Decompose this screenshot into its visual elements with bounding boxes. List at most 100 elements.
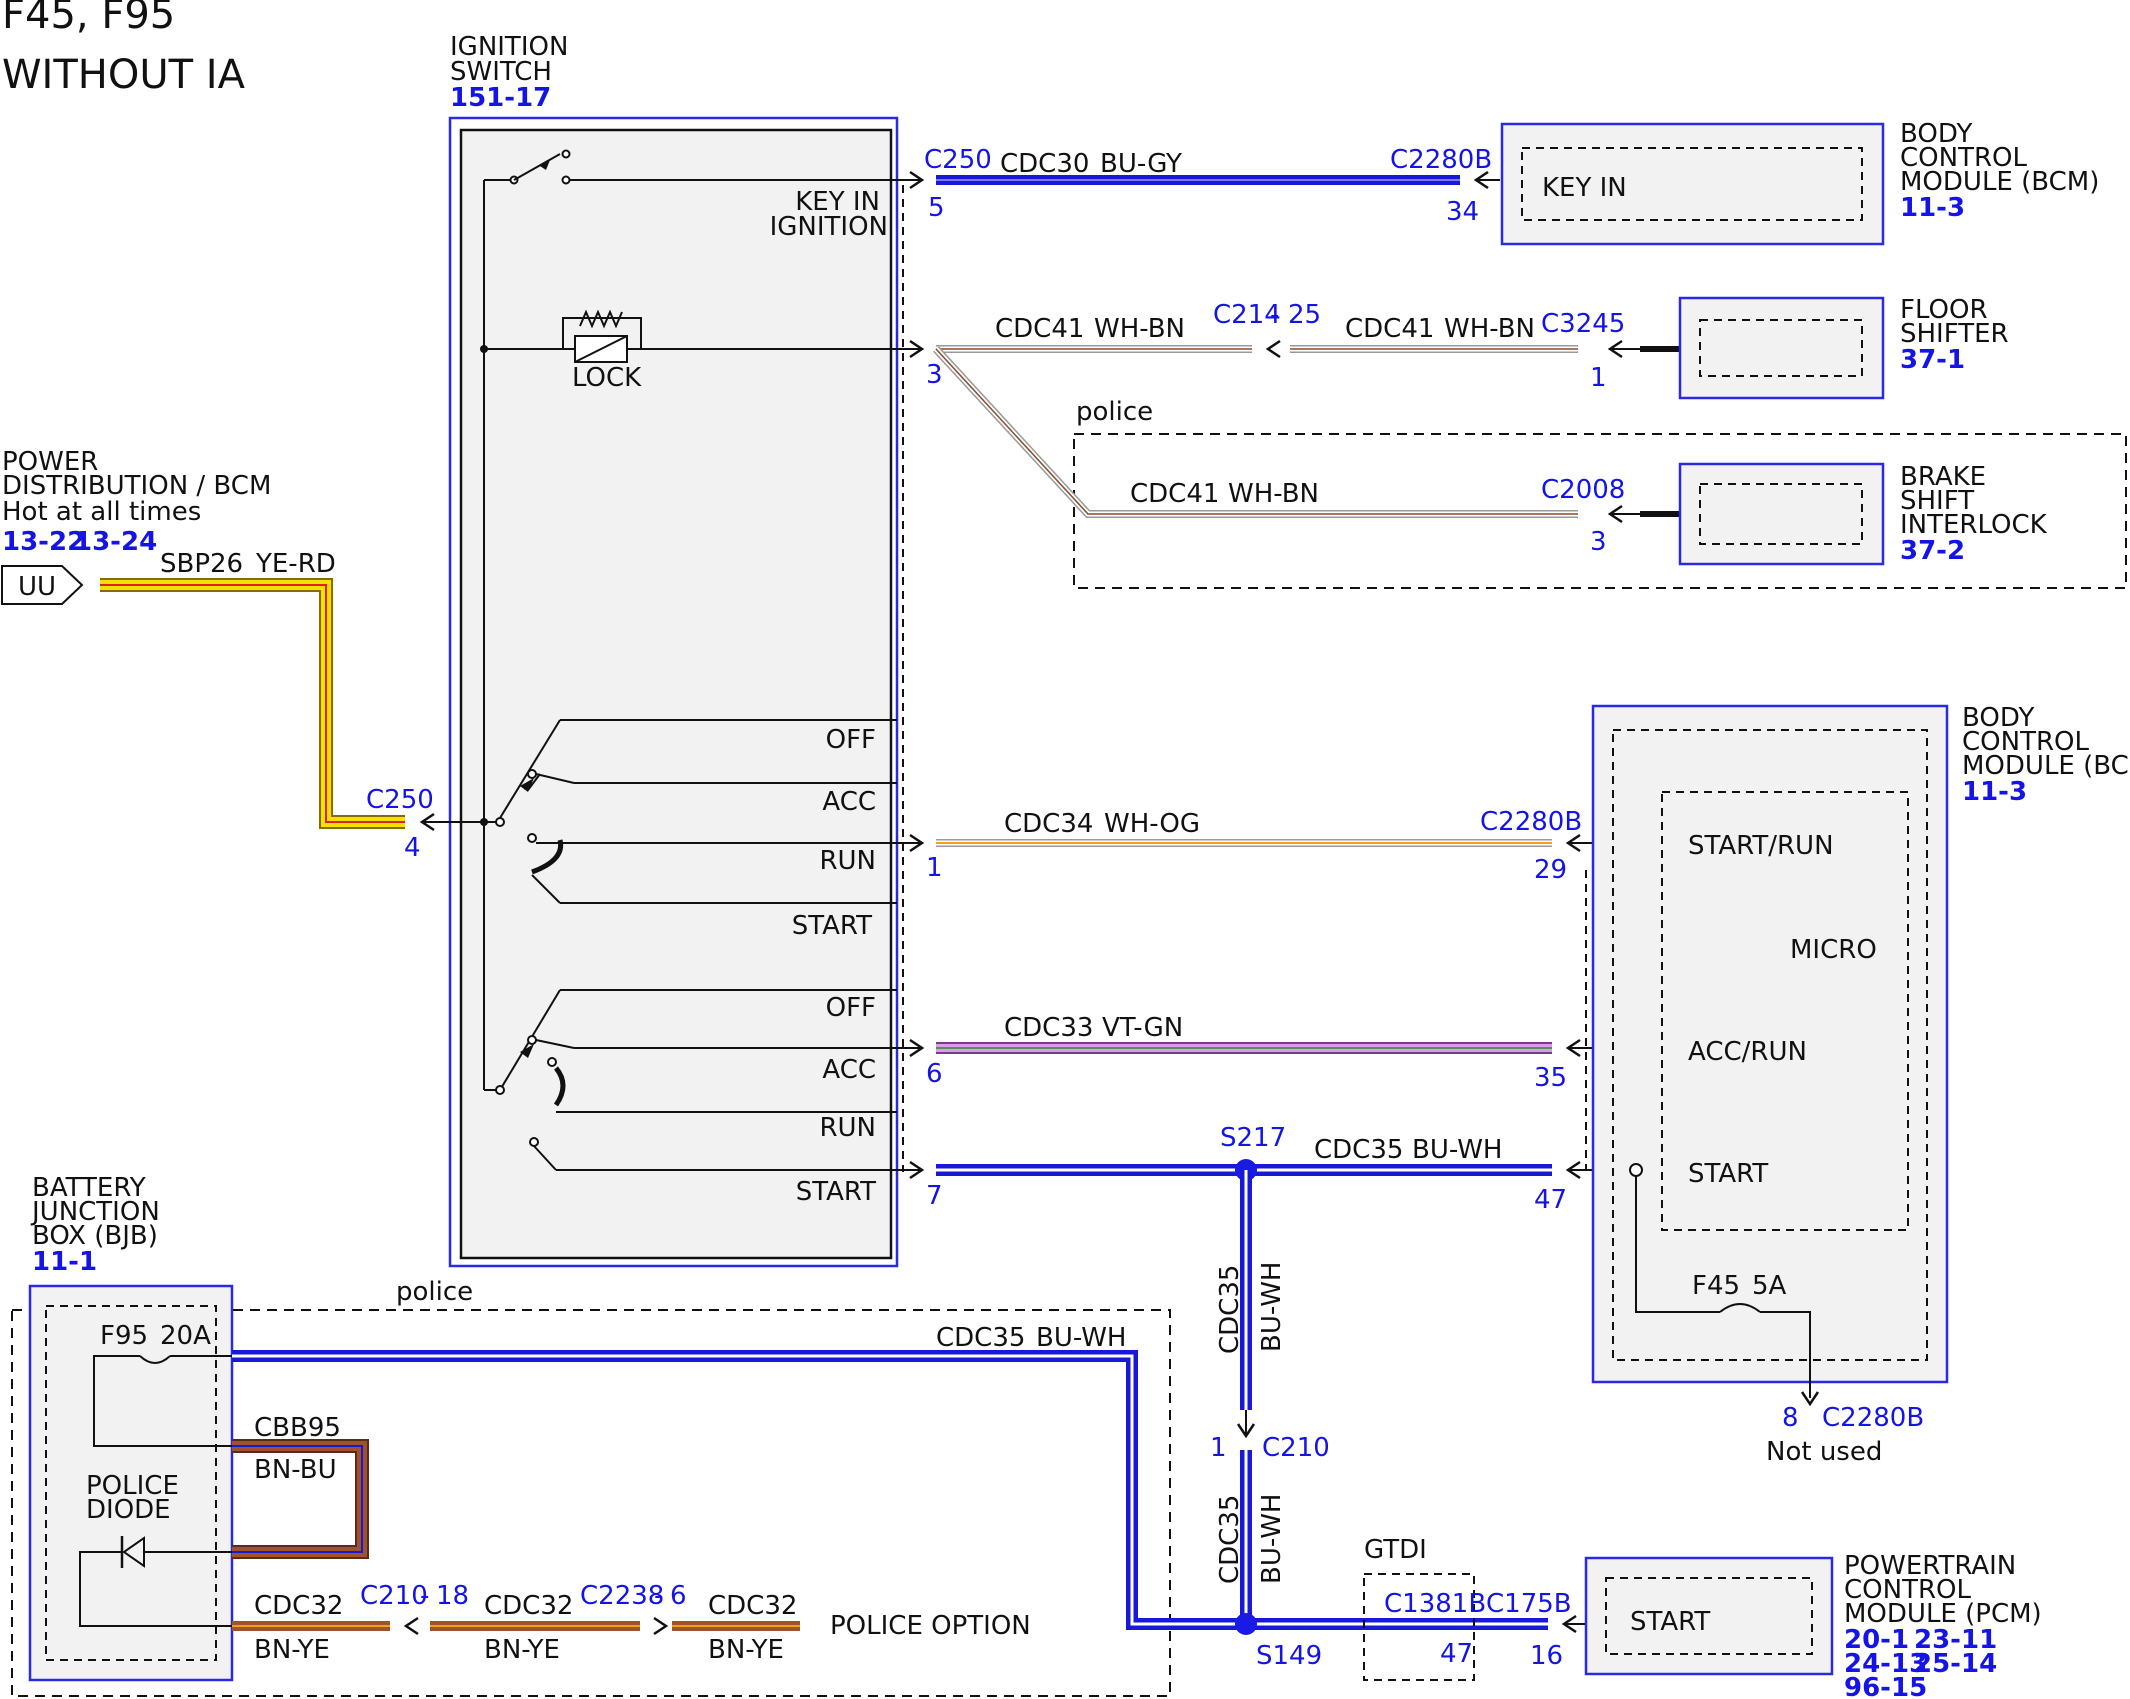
w9-color: BU-WH [1036,1323,1126,1353]
bcm-right: BODY CONTROL MODULE (BCM) 11-3 START/RUN… [1591,703,2130,1467]
bcm-pin8: 8 [1782,1403,1799,1433]
bcm-right-ref: 11-3 [1962,777,2027,807]
bcm-right-line2: CONTROL [1962,727,2089,757]
bjb-diode1: POLICE [86,1471,179,1501]
wire-sbp26: SBP26 YE-RD C250 4 [100,549,484,863]
w-batt-circuit: SBP26 [160,549,243,579]
w6-pin-l: 7 [926,1181,943,1211]
pos-b-off: OFF [826,993,876,1023]
pd-tag: UU [18,572,56,602]
ignition-switch-ref: 151-17 [450,83,551,113]
power-distribution: POWER DISTRIBUTION / BCM Hot at all time… [1,447,271,605]
w11-pin-b: 6 [670,1581,687,1611]
w5-color: VT-GN [1102,1013,1183,1043]
bjb-diode2: DIODE [86,1495,171,1525]
w8-pin1: 47 [1440,1639,1473,1669]
bcm-top-ref: 11-3 [1900,193,1965,223]
w5-pin-l: 6 [926,1059,943,1089]
w2-circuit: CDC41 [995,314,1084,344]
w8-pin2: 16 [1530,1641,1563,1671]
brake-line3: INTERLOCK [1900,510,2048,540]
wire-cdc41-floor: 3 CDC41 WH-BN C214 - 25 CDC41 WH-BN C324… [909,300,1680,393]
w1-conn-l: C250 [924,145,992,175]
police-bottom-label: police [396,1277,473,1307]
w7-conn: C210 [1262,1433,1330,1463]
w6-color: BU-WH [1412,1135,1502,1165]
bcm-top-line2: CONTROL [1900,143,2027,173]
pd-ref1: 13-22 [2,527,85,557]
bcm-start: START [1688,1159,1768,1189]
w4-pin-l: 1 [926,853,943,883]
w7-circuit: CDC35 [1215,1265,1245,1354]
w1-pin-r: 34 [1446,197,1479,227]
pd-line3: Hot at all times [2,497,201,527]
pcm-line1: POWERTRAIN [1844,1551,2016,1581]
w1-circuit: CDC30 [1000,149,1089,179]
ignition-switch: IGNITION SWITCH 151-17 KEY IN IGNITION L… [448,32,920,1268]
ignition-switch-outline [448,116,899,1268]
pos-a-acc: ACC [822,787,876,817]
w2-color2: WH-BN [1444,314,1535,344]
wire-cdc35-start: 7 S217 CDC35 BU-WH 47 [909,1123,1662,1215]
w4-conn-r: C2280B [1480,807,1582,837]
w10-circuit: CBB95 [254,1413,341,1443]
w4-color: WH-OG [1104,809,1200,839]
w6-pin-r: 47 [1534,1185,1567,1215]
brake-line2: SHIFT [1900,486,1974,516]
w2-conn-r: C3245 [1541,309,1625,339]
floor-shifter-ref: 37-1 [1900,345,1965,375]
wire-cdc35-vertical: CDC35 BU-WH 1 C210 CDC35 BU-WH [1210,1170,1330,1624]
pd-line1: POWER [2,447,98,477]
w1-pin-l: 5 [928,193,945,223]
w2-pin-r: 1 [1590,363,1607,393]
w2-inline-pin: 25 [1288,300,1321,330]
w-batt-pin: 4 [404,833,421,863]
wire-cdc35-bjb: CDC35 BU-WH [232,1323,1246,1630]
bcm-right-line3: MODULE (BCM) [1962,751,2130,781]
w11-circuit-a: CDC32 [254,1591,343,1621]
w-batt-color: YE-RD [255,549,336,579]
w11-conn-a: C210 [360,1581,428,1611]
w11-circuit-c: CDC32 [708,1591,797,1621]
w8-color: BU-WH [1257,1494,1287,1584]
pd-ref2: 13-24 [74,527,157,557]
pd-line2: DISTRIBUTION / BCM [2,471,271,501]
wire-cdc41-brake: CDC41 WH-BN C2008 3 [933,346,1680,557]
w4-circuit: CDC34 [1004,809,1093,839]
bcm-fuse-rating: 5A [1752,1271,1787,1301]
bcm-top-pin-label: KEY IN [1542,173,1627,203]
bcm-right-line1: BODY [1962,703,2034,733]
w4-pin-r: 29 [1534,855,1567,885]
w3-circuit: CDC41 [1130,479,1219,509]
key-in-label2: IGNITION [770,212,888,242]
header-line1: F45, F95 [2,0,175,38]
pcm: START POWERTRAIN CONTROL MODULE (PCM) 20… [1584,1551,2042,1699]
bcm-acc-run: ACC/RUN [1688,1037,1807,1067]
bcm-not-used: Not used [1766,1437,1882,1467]
w11-color-c: BN-YE [708,1635,784,1665]
police-box-top: police [1073,397,2127,589]
w11-pin-a: 18 [436,1581,469,1611]
bcm-top-line1: BODY [1900,119,1972,149]
floor-shifter-line1: FLOOR [1900,295,1988,325]
w6-splice: S217 [1220,1123,1286,1153]
w8-circuit: CDC35 [1215,1495,1245,1584]
bcm-top: KEY IN BODY CONTROL MODULE (BCM) 11-3 [1500,119,2099,246]
splice-s149 [1235,1613,1257,1635]
bcm-micro: MICRO [1790,935,1877,965]
wire-cdc30: C250 5 CDC30 BU-GY C2280B 34 [909,145,1500,227]
bjb-ref: 11-1 [32,1247,97,1277]
bcm-fuse: F45 [1692,1271,1740,1301]
pcm-line2: CONTROL [1844,1575,1971,1605]
w-batt-conn: C250 [366,785,434,815]
w2-color: WH-BN [1094,314,1185,344]
w11-conn-b: C2238 [580,1581,664,1611]
w8-conn1: C1381B [1384,1589,1486,1619]
header-line2: WITHOUT IA [2,52,246,98]
floor-shifter-line2: SHIFTER [1900,319,2009,349]
pos-a-start: START [792,911,872,941]
wire-cdc33: 6 CDC33 VT-GN 35 [909,1013,1662,1093]
w8-conn2: C175B [1486,1589,1572,1619]
police-top-label: police [1076,397,1153,427]
